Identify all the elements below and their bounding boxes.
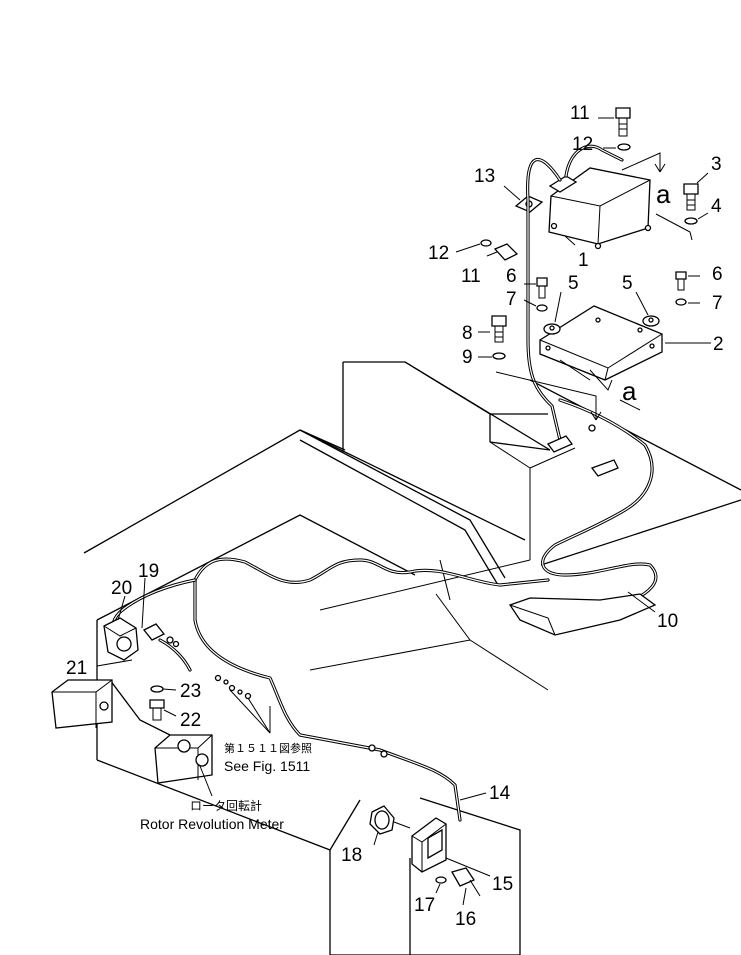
washer-12-top	[617, 143, 631, 151]
callout-23: 23	[180, 681, 201, 702]
washer-4	[684, 217, 698, 225]
connector-19	[142, 623, 180, 648]
washer-12-left	[480, 239, 492, 247]
callout-7-right: 7	[712, 293, 723, 314]
bolt-6-left	[536, 277, 548, 299]
meter-label-en: Rotor Revolution Meter	[140, 816, 284, 832]
bolt-16	[451, 867, 481, 897]
callout-15: 15	[492, 874, 513, 895]
view-arrow-a-bottom	[495, 371, 641, 421]
control-unit	[548, 167, 652, 250]
washer-17	[435, 876, 447, 884]
fig-ref-en: See Fig. 1511	[224, 758, 310, 774]
callout-5-left: 5	[568, 273, 579, 294]
bracket-15	[411, 817, 447, 873]
notes: 第１５１１図参照 See Fig. 1511 ロータ回転計 Rotor Revo…	[140, 741, 312, 832]
view-arrow-a-top	[621, 152, 693, 241]
bolt-6-right	[675, 271, 687, 291]
bolt-3	[683, 183, 699, 211]
callout-1: 1	[578, 250, 589, 271]
leader-lines	[96, 117, 711, 906]
callout-12-left: 12	[428, 243, 449, 264]
terminal-points	[214, 674, 388, 758]
washer-7-right	[675, 298, 687, 306]
callout-18: 18	[341, 845, 362, 866]
machine-frame	[51, 361, 741, 955]
rubber-mount-left	[543, 323, 561, 335]
fig-ref-jp: 第１５１１図参照	[224, 741, 312, 755]
view-markers: a a	[622, 179, 671, 406]
callout-19: 19	[138, 561, 159, 582]
callout-20: 20	[111, 578, 132, 599]
bolt-11-top	[615, 107, 631, 137]
mounting-plate	[539, 305, 663, 391]
callout-21: 21	[66, 658, 87, 679]
callout-14: 14	[489, 783, 511, 804]
callout-9: 9	[462, 347, 473, 368]
callout-labels: 11 12 3 4 13 12 1 11 6 6 5 5 7 7 8 2 9 1…	[66, 103, 724, 930]
view-marker-a-bottom: a	[622, 376, 637, 406]
callout-3: 3	[711, 154, 722, 175]
sensor-bracket-20	[103, 617, 139, 661]
callout-16: 16	[455, 909, 476, 930]
callout-10: 10	[657, 611, 678, 632]
callout-11-left: 11	[461, 266, 481, 287]
sensor-18	[369, 805, 411, 835]
callout-12-top: 12	[572, 134, 593, 155]
callout-2: 2	[713, 334, 724, 355]
callout-5-right: 5	[622, 273, 633, 294]
deck-bracket	[546, 424, 619, 477]
washer-23	[150, 685, 164, 693]
bolt-11-left	[486, 243, 519, 261]
callout-4: 4	[711, 196, 722, 217]
cable-guard-10	[508, 593, 657, 636]
callout-22: 22	[180, 710, 201, 731]
callout-6-left: 6	[506, 266, 517, 287]
callout-13: 13	[474, 166, 495, 187]
bolt-8	[491, 315, 507, 343]
cable-harness	[111, 144, 658, 822]
callout-8: 8	[462, 323, 473, 344]
callout-7-left: 7	[506, 289, 517, 310]
washer-9	[492, 352, 506, 360]
callout-17: 17	[414, 895, 435, 916]
callout-11-top: 11	[570, 103, 590, 124]
washer-7-left	[536, 304, 548, 312]
view-marker-a-top: a	[656, 179, 671, 209]
rubber-mount-right	[642, 315, 660, 327]
meter-label-jp: ロータ回転計	[190, 798, 262, 813]
callout-6-right: 6	[712, 264, 723, 285]
bolt-22	[149, 699, 165, 721]
